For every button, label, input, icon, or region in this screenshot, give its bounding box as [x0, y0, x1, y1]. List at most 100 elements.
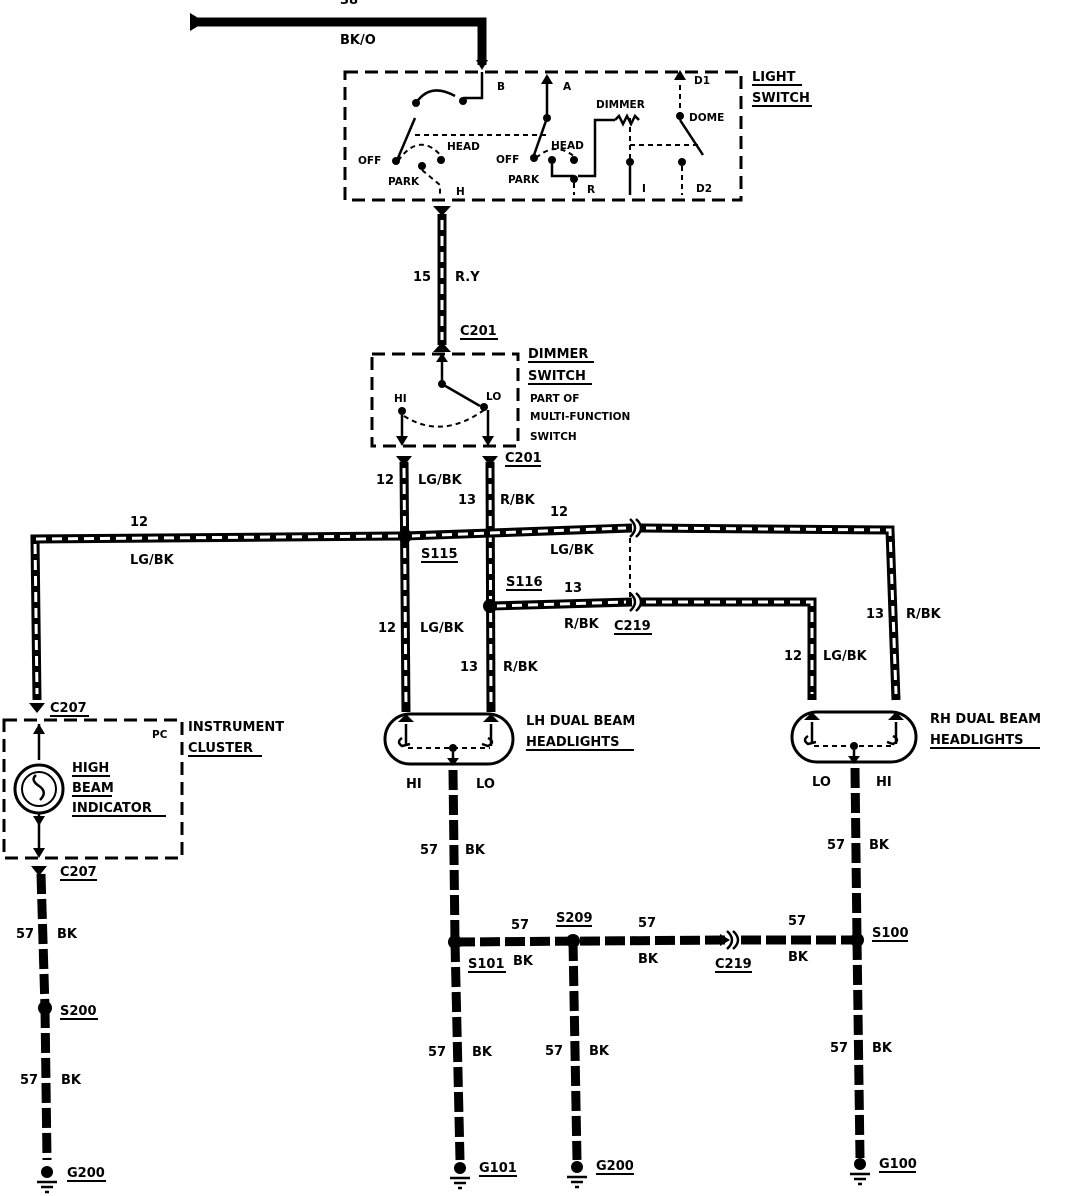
ls-park-left: PARK — [388, 176, 420, 188]
ground-symbol-icon — [567, 1161, 587, 1189]
ground-symbol-icon — [37, 1166, 57, 1194]
rh13-color: R/BK — [906, 607, 942, 622]
right12-color: LG/BK — [550, 543, 595, 558]
ls-dome-label: DOME — [689, 112, 724, 124]
ls-park-right: PARK — [508, 174, 540, 186]
lhg-57: 57 — [420, 843, 438, 858]
top-wire-circuit: 38 — [340, 0, 358, 8]
lhg-bk: BK — [465, 843, 486, 858]
mid13-color: R/BK — [564, 617, 600, 632]
hbi-label-1: HIGH — [72, 761, 109, 776]
c207-top-label: C207 — [50, 701, 87, 716]
w12a-circuit: 12 — [376, 473, 394, 488]
s200-label: S200 — [60, 1004, 97, 1019]
ic-label-2: CLUSTER — [188, 741, 253, 756]
lh-label-1: LH DUAL BEAM — [526, 714, 635, 729]
splice-s100 — [850, 933, 864, 947]
c207-bottom-label: C207 — [60, 865, 97, 880]
pc-label: PC — [152, 729, 168, 741]
right12-circuit: 12 — [550, 505, 568, 520]
g100-label: G100 — [879, 1157, 917, 1172]
top-wire-color: BK/O — [340, 33, 376, 48]
dimmer-label-1: DIMMER — [528, 347, 588, 362]
rhg-57: 57 — [827, 838, 845, 853]
dimmer-label-5: SWITCH — [530, 431, 577, 443]
ls-head-right: HEAD — [551, 140, 584, 152]
splice-s115 — [398, 529, 412, 543]
s116-label: S116 — [506, 575, 543, 590]
ls-off-right: OFF — [496, 154, 519, 166]
left12-circuit: 12 — [130, 515, 148, 530]
s100-label: S100 — [872, 926, 909, 941]
splice-s200 — [38, 1001, 52, 1015]
h1-57: 57 — [511, 918, 529, 933]
w13a-color: R/BK — [500, 493, 536, 508]
rh13-circuit: 13 — [866, 607, 884, 622]
indicator-lamp-icon — [13, 763, 65, 815]
instrument-cluster: C207 PC INSTRUMENT CLUSTER HIGH BEAM IND… — [2, 701, 284, 860]
s101-label: S101 — [468, 957, 505, 972]
circuit-15-wire: 15 R.Y C201 — [413, 206, 498, 352]
hbi-label-2: BEAM — [72, 781, 114, 796]
ls-head-left: HEAD — [447, 141, 480, 153]
w15-color: R.Y — [455, 270, 480, 285]
v3-bk: BK — [872, 1041, 893, 1056]
c201-bottom-label: C201 — [505, 451, 542, 466]
ls-a-label: A — [563, 81, 572, 93]
dimmer-label-4: MULTI-FUNCTION — [530, 411, 630, 423]
rhg-bk: BK — [869, 838, 890, 853]
dimmer-label-3: PART OF — [530, 393, 579, 405]
rh-hi-label: HI — [876, 775, 892, 790]
h3-57: 57 — [788, 914, 806, 929]
dimmer-switch: HI LO DIMMER SWITCH PART OF MULTI-FUNCTI… — [370, 347, 630, 448]
ls-d1-label: D1 — [694, 75, 710, 87]
g200-mid-label: G200 — [596, 1159, 634, 1174]
ground-circuits: C207 57 BK S200 57 BK 57 BK 57 BK 57 BK … — [16, 767, 909, 1161]
ls-off-left: OFF — [358, 155, 381, 167]
w13a-circuit: 13 — [458, 493, 476, 508]
dim-lo-label: LO — [486, 391, 501, 403]
v1-bk: BK — [472, 1045, 493, 1060]
hbi-label-3: INDICATOR — [72, 801, 152, 816]
top-feed-wire: 38 BK/O — [190, 0, 488, 70]
w15-circuit: 15 — [413, 270, 431, 285]
light-switch: LIGHT SWITCH B HEAD OFF PARK H A — [343, 70, 812, 202]
lh-label-2: HEADLIGHTS — [526, 735, 620, 750]
v3-57: 57 — [830, 1041, 848, 1056]
c201-top-label: C201 — [460, 324, 497, 339]
ground-symbols: G200 G101 G200 G100 — [37, 1157, 917, 1194]
s115-label: S115 — [421, 547, 458, 562]
ground-symbol-icon — [450, 1162, 470, 1190]
gl-57b: 57 — [20, 1073, 38, 1088]
s209-label: S209 — [556, 911, 593, 926]
gl-57a: 57 — [16, 927, 34, 942]
ls-b-label: B — [497, 81, 505, 93]
w13b-circuit: 13 — [460, 660, 478, 675]
h3-bk: BK — [788, 950, 809, 965]
c219-top-label: C219 — [614, 619, 651, 634]
h1-bk: BK — [513, 954, 534, 969]
rh12-circuit: 12 — [784, 649, 802, 664]
lh-hi-label: HI — [406, 777, 422, 792]
rh-label-1: RH DUAL BEAM — [930, 712, 1041, 727]
v1-57: 57 — [428, 1045, 446, 1060]
ls-i-label: I — [642, 183, 646, 195]
light-switch-label-2: SWITCH — [752, 91, 810, 106]
rh-headlights: RH DUAL BEAM HEADLIGHTS LO HI — [790, 710, 1041, 790]
h2-57: 57 — [638, 916, 656, 931]
splice-s101 — [448, 935, 462, 949]
w12b-color: LG/BK — [420, 621, 465, 636]
lh-lo-label: LO — [476, 777, 495, 792]
v2-57: 57 — [545, 1044, 563, 1059]
left12-color: LG/BK — [130, 553, 175, 568]
lh-headlights: LH DUAL BEAM HEADLIGHTS HI LO — [383, 712, 635, 792]
g101-label: G101 — [479, 1161, 517, 1176]
w13b-color: R/BK — [503, 660, 539, 675]
gl-bkb: BK — [61, 1073, 82, 1088]
headlamp-feed-wires: C201 12 LG/BK 13 R/BK 12 LG/BK 12 LG/BK … — [30, 451, 942, 713]
mid13-circuit: 13 — [564, 581, 582, 596]
rh-lo-label: LO — [812, 775, 831, 790]
w12b-circuit: 12 — [378, 621, 396, 636]
v2-bk: BK — [589, 1044, 610, 1059]
